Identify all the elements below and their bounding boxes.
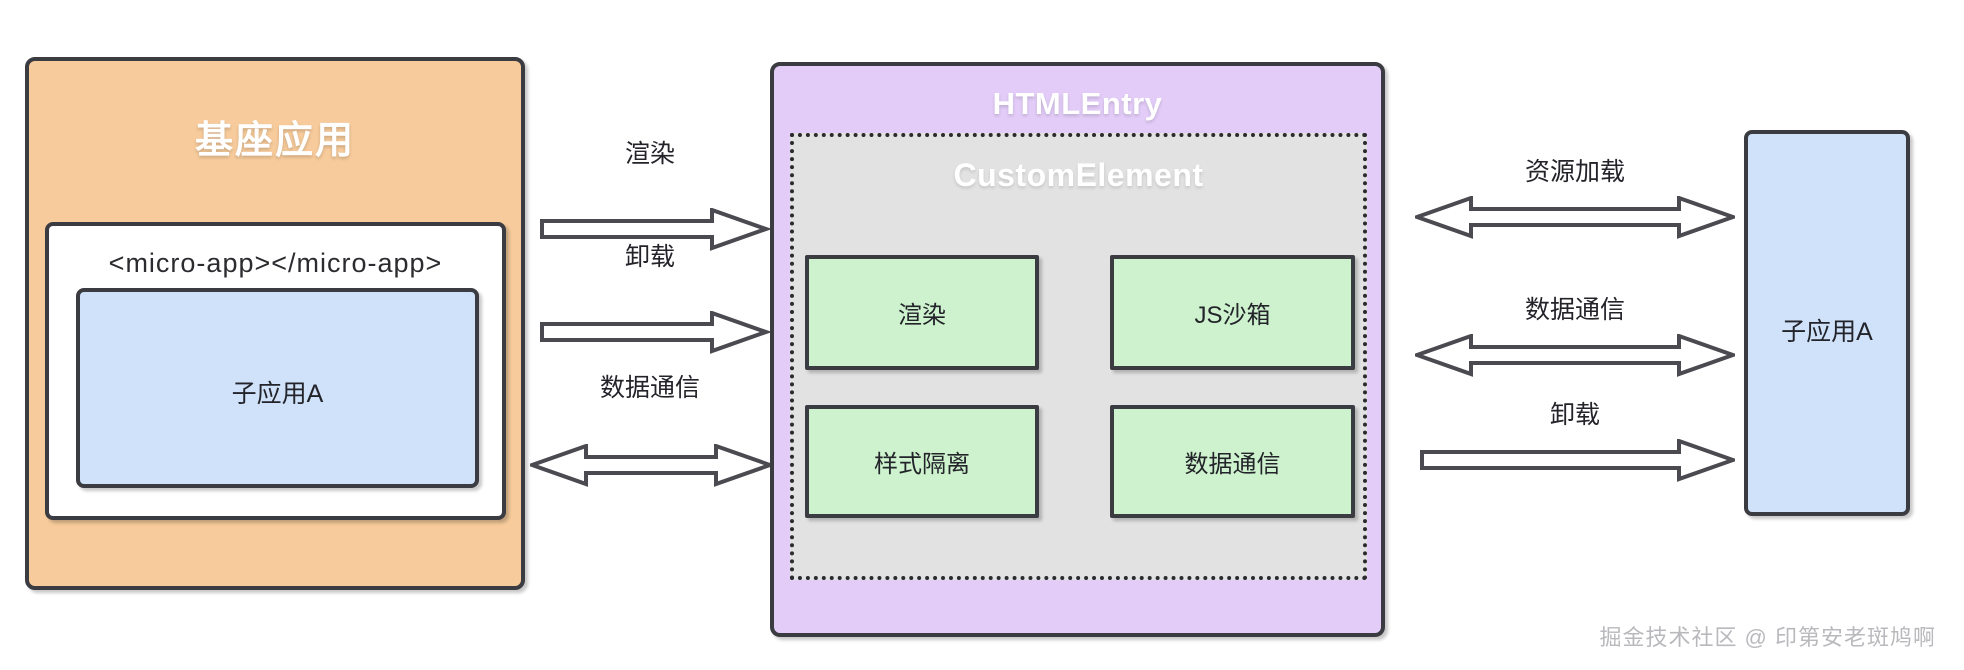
left-arrow-label-render: 渲染 bbox=[624, 140, 675, 168]
left-arrow-data-comm-icon bbox=[530, 444, 772, 487]
feature-box-data-communication: 数据通信 bbox=[1110, 405, 1355, 518]
host-sub-app-a-label: 子应用A bbox=[231, 380, 324, 408]
right-arrow-label-unmount: 卸载 bbox=[1549, 401, 1600, 429]
right-arrow-data-comm-icon bbox=[1415, 334, 1735, 377]
right-arrow-unmount-icon bbox=[1420, 439, 1735, 482]
right-arrow-resource-load-icon bbox=[1415, 196, 1735, 239]
html-entry-title: HTMLEntry bbox=[992, 86, 1163, 121]
feature-box-render: 渲染 bbox=[805, 255, 1039, 370]
watermark-text: 掘金技术社区 @ 印第安老斑鸠啊 bbox=[1599, 625, 1936, 650]
remote-sub-app-a-box: 子应用A bbox=[1744, 130, 1910, 516]
remote-sub-app-a-label: 子应用A bbox=[1781, 318, 1873, 346]
left-arrow-unmount-icon bbox=[540, 311, 770, 354]
micro-app-tag-label: <micro-app></micro-app> bbox=[108, 248, 443, 278]
feature-box-js-sandbox: JS沙箱 bbox=[1110, 255, 1355, 370]
host-sub-app-a-box: 子应用A bbox=[76, 288, 479, 488]
host-app-title: 基座应用 bbox=[194, 120, 355, 162]
custom-element-title: CustomElement bbox=[953, 157, 1204, 193]
left-arrow-label-unmount: 卸载 bbox=[624, 243, 675, 271]
feature-box-style-isolation: 样式隔离 bbox=[805, 405, 1039, 518]
left-arrow-label-data-comm: 数据通信 bbox=[599, 374, 700, 402]
left-arrow-render-icon bbox=[540, 208, 770, 251]
right-arrow-label-resource-load: 资源加载 bbox=[1524, 158, 1625, 186]
right-arrow-label-data-comm: 数据通信 bbox=[1524, 296, 1625, 324]
